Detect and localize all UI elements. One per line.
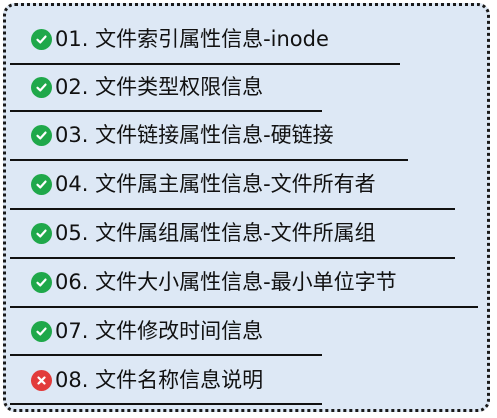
- item-label: 04. 文件属主属性信息-文件所有者: [55, 172, 376, 196]
- item-underline: [10, 63, 400, 65]
- check-icon: [31, 271, 52, 293]
- check-icon: [31, 28, 52, 50]
- item-underline: [10, 403, 322, 405]
- item-label: 08. 文件名称信息说明: [55, 368, 264, 392]
- item-underline: [10, 159, 408, 161]
- item-label: 02. 文件类型权限信息: [55, 75, 264, 99]
- item-label: 07. 文件修改时间信息: [55, 319, 264, 343]
- check-icon: [31, 76, 52, 98]
- item-label: 03. 文件链接属性信息-硬链接: [55, 123, 334, 147]
- item-underline: [10, 354, 322, 356]
- check-icon: [31, 173, 52, 195]
- check-icon: [31, 320, 52, 342]
- check-icon: [31, 124, 52, 146]
- item-underline: [10, 208, 455, 210]
- item-underline: [10, 306, 478, 308]
- checklist-panel: 01. 文件索引属性信息-inode 02. 文件类型权限信息 03. 文件链接…: [3, 3, 490, 412]
- cross-icon: [31, 369, 52, 391]
- item-underline: [10, 257, 455, 259]
- item-label: 01. 文件索引属性信息-inode: [55, 27, 329, 51]
- check-icon: [31, 222, 52, 244]
- item-label: 06. 文件大小属性信息-最小单位字节: [55, 270, 397, 294]
- item-label: 05. 文件属组属性信息-文件所属组: [55, 221, 376, 245]
- item-underline: [10, 110, 322, 112]
